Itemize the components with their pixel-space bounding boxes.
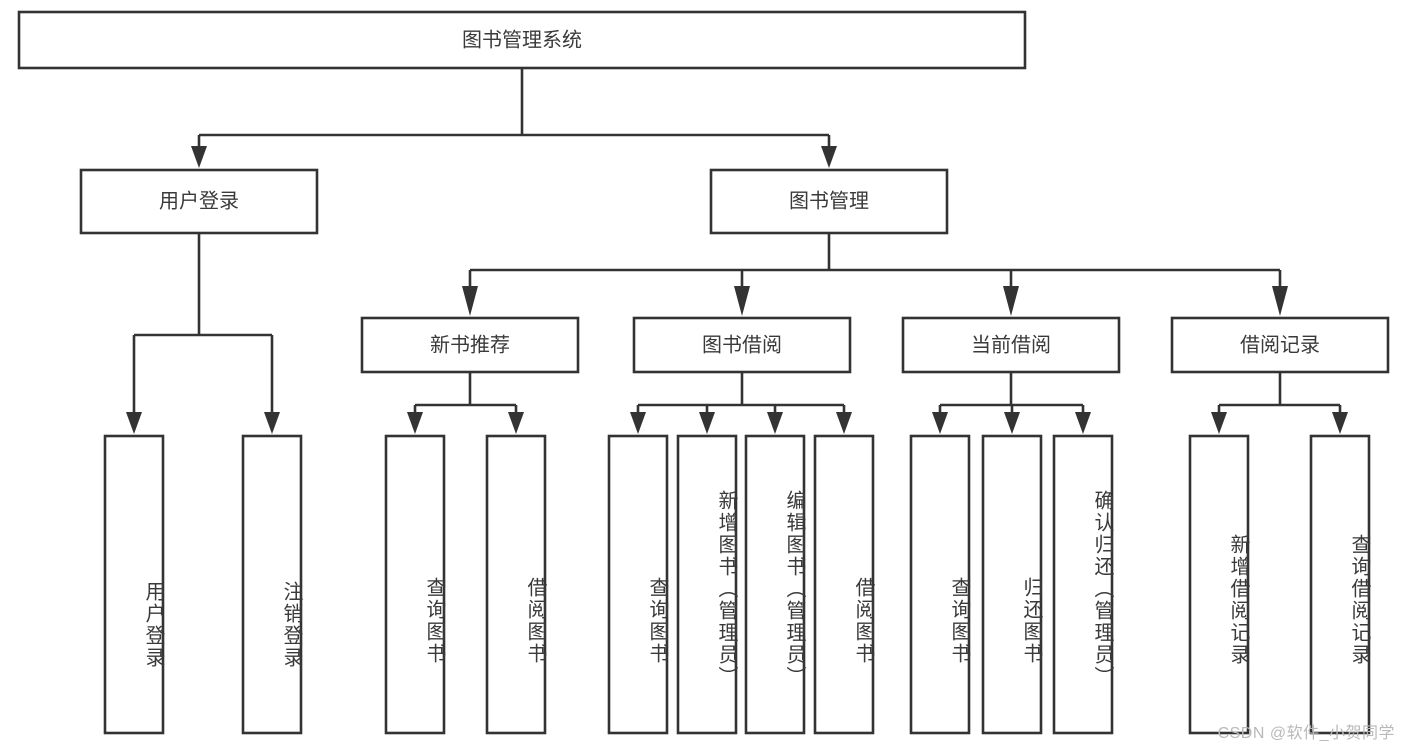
- node-user-login-box[interactable]: [79, 168, 319, 235]
- arrowhead-leaf-user-logout: [264, 412, 280, 434]
- leaf-box-current-query-book[interactable]: [909, 434, 971, 735]
- leaf-box-borrow-edit-book[interactable]: [744, 434, 806, 735]
- leaf-box-rec-borrow-book[interactable]: [485, 434, 547, 735]
- connector-group-book-borrow-to-leaves: [630, 372, 852, 434]
- connector-group-borrow-record-to-leaves: [1211, 372, 1348, 434]
- connector-group-new-book-rec-to-leaves: [407, 372, 524, 434]
- arrowhead-borrow-record: [1272, 286, 1288, 316]
- node-root-label: 图书管理系统: [462, 28, 582, 51]
- arrowhead-leaf-rec-borrow-book: [508, 412, 524, 434]
- leaf-box-user-logout[interactable]: [241, 434, 303, 735]
- node-book-borrow-label: 图书借阅: [702, 333, 782, 356]
- arrowhead-book-borrow: [734, 286, 750, 316]
- csdn-watermark: CSDN @软件_小贺同学: [1217, 725, 1395, 742]
- node-root-box[interactable]: [17, 10, 1027, 70]
- arrowhead-leaf-borrow-query-book: [630, 412, 646, 434]
- leaf-box-record-add[interactable]: [1188, 434, 1250, 735]
- node-current-borrow[interactable]: 当前借阅: [901, 316, 1121, 374]
- connector-group-current-borrow-to-leaves: [932, 372, 1091, 434]
- arrowhead-new-book-rec: [462, 286, 478, 316]
- node-new-book-rec-label: 新书推荐: [430, 333, 510, 356]
- node-borrow-record-box[interactable]: [1170, 316, 1390, 374]
- node-borrow-record-label: 借阅记录: [1240, 333, 1320, 356]
- node-book-manage-box[interactable]: [709, 168, 949, 235]
- arrowhead-leaf-current-return-book: [1004, 412, 1020, 434]
- leaf-box-borrow-lend-book[interactable]: [813, 434, 875, 735]
- leaf-box-record-query[interactable]: [1309, 434, 1371, 735]
- node-book-borrow-box[interactable]: [632, 316, 852, 374]
- arrowhead-current-borrow: [1003, 286, 1019, 316]
- node-current-borrow-label: 当前借阅: [971, 333, 1051, 356]
- arrowhead-leaf-rec-query-book: [407, 412, 423, 434]
- node-user-login-label: 用户登录: [159, 189, 239, 212]
- arrowhead-leaf-borrow-edit-book: [767, 412, 783, 434]
- node-borrow-record[interactable]: 借阅记录: [1170, 316, 1390, 374]
- node-new-book-rec[interactable]: 新书推荐: [360, 316, 580, 374]
- leaf-box-user-login[interactable]: [103, 434, 165, 735]
- node-root[interactable]: 图书管理系统: [17, 10, 1027, 70]
- arrowhead-user-login: [191, 146, 207, 168]
- leaf-box-borrow-query-book[interactable]: [607, 434, 669, 735]
- connector-group-user-login-to-leaves: [126, 233, 280, 434]
- leaf-box-current-confirm-return[interactable]: [1052, 434, 1114, 735]
- arrowhead-book-manage: [821, 146, 837, 168]
- connector-group-book-manage-to-level3: [462, 233, 1288, 316]
- node-book-manage[interactable]: 图书管理: [709, 168, 949, 235]
- arrowhead-leaf-record-query: [1332, 412, 1348, 434]
- connector-group-root-to-level2: [191, 68, 837, 168]
- arrowhead-leaf-record-add: [1211, 412, 1227, 434]
- node-book-manage-label: 图书管理: [789, 189, 869, 212]
- arrowhead-leaf-borrow-lend-book: [836, 412, 852, 434]
- node-current-borrow-box[interactable]: [901, 316, 1121, 374]
- node-new-book-rec-box[interactable]: [360, 316, 580, 374]
- arrowhead-leaf-current-query-book: [932, 412, 948, 434]
- arrowhead-leaf-user-login: [126, 412, 142, 434]
- node-user-login[interactable]: 用户登录: [79, 168, 319, 235]
- arrowhead-leaf-current-confirm-return: [1075, 412, 1091, 434]
- leaf-box-current-return-book[interactable]: [981, 434, 1043, 735]
- node-book-borrow[interactable]: 图书借阅: [632, 316, 852, 374]
- arrowhead-leaf-borrow-add-book: [699, 412, 715, 434]
- leaf-boxes: [103, 434, 1371, 735]
- leaf-box-borrow-add-book[interactable]: [676, 434, 738, 735]
- leaf-box-rec-query-book[interactable]: [384, 434, 446, 735]
